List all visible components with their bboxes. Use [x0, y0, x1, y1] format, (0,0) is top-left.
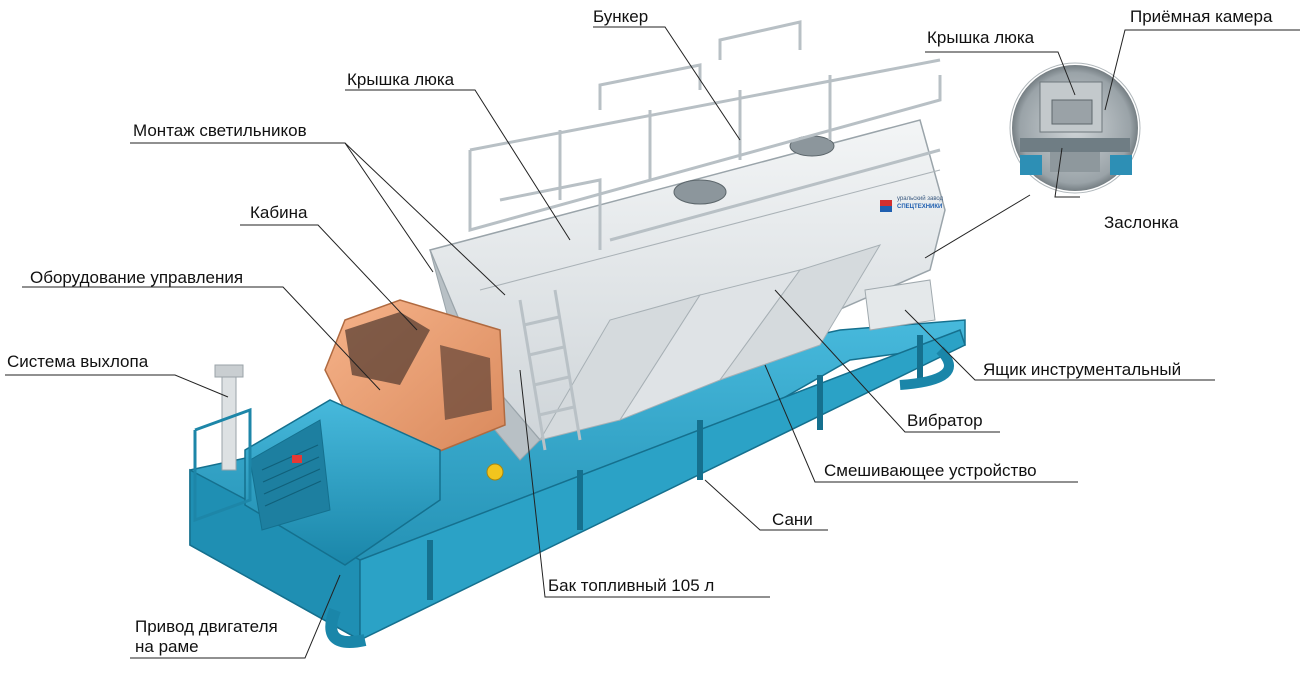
bunker-body: уральский завод СПЕЦТЕХНИКИ	[428, 20, 946, 461]
label-hatch-cover-inset: Крышка люка	[927, 28, 1035, 47]
label-control-equipment: Оборудование управления	[30, 268, 244, 287]
leader-lines	[5, 26, 1300, 659]
company-logo: уральский завод СПЕЦТЕХНИКИ	[880, 195, 944, 212]
svg-text:СПЕЦТЕХНИКИ: СПЕЦТЕХНИКИ	[897, 204, 942, 210]
label-sled: Сани	[772, 510, 813, 529]
sled-frame	[189, 319, 966, 648]
cabin-body	[324, 299, 506, 456]
label-bunker: Бункер	[593, 7, 649, 26]
label-engine-drive-line2: на раме	[135, 637, 199, 656]
label-fuel-tank: Бак топливный 105 л	[548, 576, 715, 595]
detail-inset	[1008, 61, 1142, 195]
label-mixing-device: Смешивающее устройство	[824, 461, 1037, 480]
label-engine-drive: Привод двигателя на раме	[135, 617, 278, 657]
label-engine-drive-line1: Привод двигателя	[135, 617, 278, 636]
label-exhaust-system: Система выхлопа	[7, 352, 149, 371]
label-receiving-chamber: Приёмная камера	[1130, 7, 1273, 26]
label-hatch-cover: Крышка люка	[347, 70, 455, 89]
svg-text:уральский завод: уральский завод	[897, 195, 944, 202]
label-damper: Заслонка	[1104, 213, 1179, 232]
label-cabin: Кабина	[250, 203, 308, 222]
label-vibrator: Вибратор	[907, 411, 983, 430]
label-tool-box: Ящик инструментальный	[983, 360, 1182, 379]
label-light-mount: Монтаж светильников	[133, 121, 307, 140]
engine-hood	[193, 364, 504, 566]
